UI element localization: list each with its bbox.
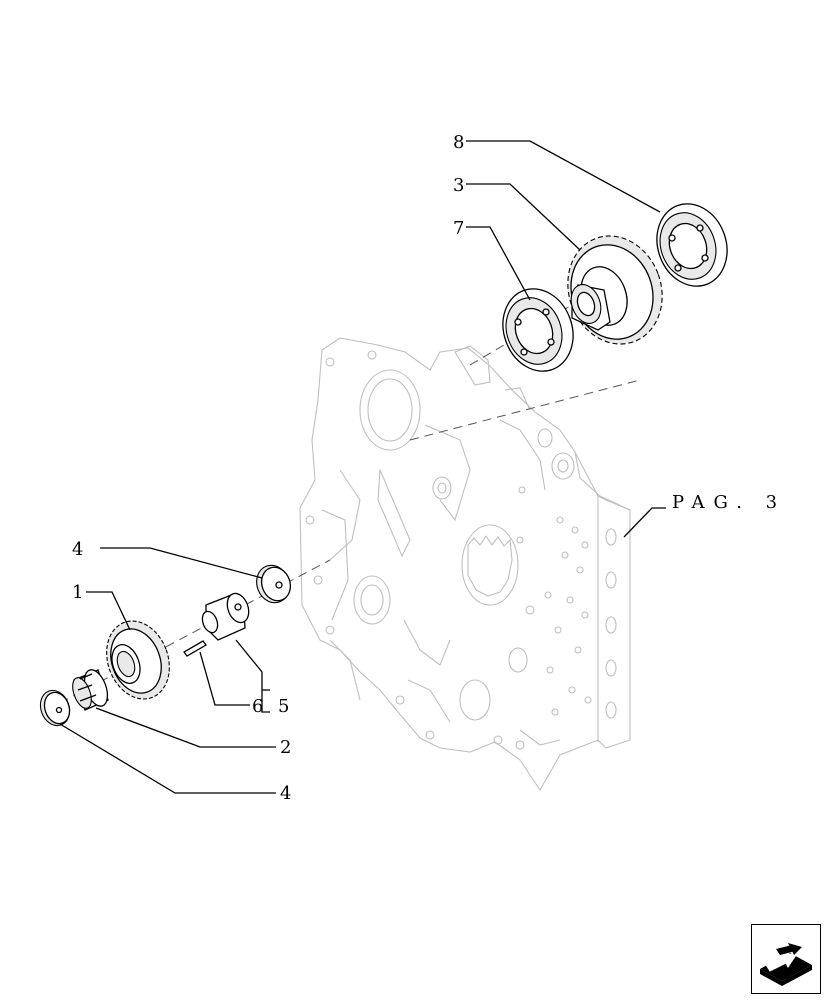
callout-5: 5 <box>278 696 289 717</box>
callout-7: 7 <box>453 218 464 239</box>
lower-shaft-axis <box>59 559 331 704</box>
part-7-bearing <box>502 288 574 372</box>
page-reference-link[interactable]: PAG. 3 <box>672 492 786 513</box>
callout-4-top: 4 <box>72 539 83 560</box>
part-5-idler-pin <box>201 592 250 641</box>
part-4-washer-bottom <box>39 689 71 727</box>
callout-3: 3 <box>453 175 464 196</box>
next-page-button[interactable] <box>751 924 821 994</box>
part-6-roll-pin <box>183 640 207 657</box>
callout-4-bottom: 4 <box>280 783 291 804</box>
part-2-needle-bearing <box>72 669 109 711</box>
part-4-washer-top <box>256 564 292 604</box>
callout-6: 6 <box>252 696 263 717</box>
part-8-bearing <box>656 203 728 287</box>
callout-1: 1 <box>72 582 83 603</box>
part-3-gear <box>567 235 663 345</box>
gearbox-housing <box>299 337 631 792</box>
next-page-arrow-icon <box>760 943 812 986</box>
part-1-idler-gear <box>106 620 170 700</box>
leader-lines <box>59 140 666 794</box>
callout-8: 8 <box>453 132 464 153</box>
callout-2: 2 <box>280 737 291 758</box>
upper-shaft-axis-rear <box>409 379 641 441</box>
